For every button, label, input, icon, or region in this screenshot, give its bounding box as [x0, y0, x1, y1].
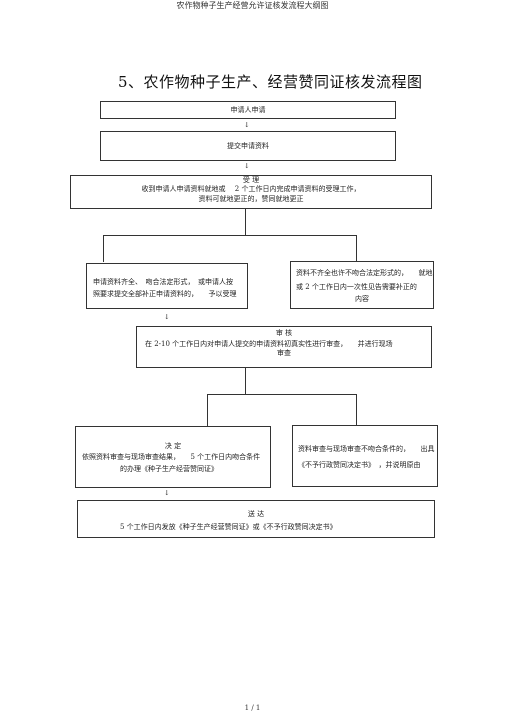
- page-header: 农作物种子生产经营允许证核发流程大纲图: [176, 1, 329, 10]
- approve-line-1: 依照资料审查与现场审查结果， 5 个工作日内吻合条件: [82, 453, 261, 461]
- complete-line-2: 照要求提交全部补正申请资料的， 予以受理: [93, 290, 237, 298]
- arrow-down-icon: ↓: [244, 162, 250, 170]
- connector-line: [103, 235, 104, 262]
- submit-label: 提交申请资料: [227, 142, 269, 150]
- connector-line: [207, 394, 357, 395]
- apply-box: 申请人申请: [100, 101, 396, 119]
- connector-line: [103, 235, 356, 236]
- accept-heading: 受 理: [242, 176, 260, 184]
- connector-line: [356, 235, 357, 261]
- accept-line-2: 资料可就地更正的，赞同就地更正: [198, 195, 304, 203]
- complete-box: 申请资料齐全、 吻合法定形式， 或申请人按 照要求提交全部补正申请资料的， 予以…: [86, 263, 248, 309]
- reject-line-2: 《不予行政赞同决定书》 ，并说明原由: [298, 461, 421, 469]
- deliver-box: 送 达 5 个工作日内发放《种子生产经营赞同证》或《不予行政赞同决定书》: [77, 500, 435, 538]
- incomplete-line-1: 资料不齐全也许不吻合法定形式的， 就地: [296, 269, 433, 277]
- review-heading: 审 核: [275, 329, 293, 337]
- approve-line-2: 的办理《种子生产经营赞同证》: [120, 465, 218, 473]
- deliver-line-1: 5 个工作日内发放《种子生产经营赞同证》或《不予行政赞同决定书》: [120, 523, 337, 531]
- connector-line: [245, 209, 246, 235]
- review-line-1: 在 2-10 个工作日内对申请人提交的申请资料初真实性进行审查， 并进行现场: [145, 340, 393, 348]
- page-title: 5、农作物种子生产、经营赞同证核发流程图: [118, 73, 423, 91]
- deliver-heading: 送 达: [247, 510, 265, 518]
- arrow-down-icon: ↓: [164, 489, 170, 497]
- connector-line: [245, 368, 246, 394]
- accept-line-1: 收到申请人申请资料就地或 2 个工作日内完成申请资料的受理工作，: [141, 185, 361, 193]
- page-number: 1 / 1: [244, 704, 261, 712]
- connector-line: [207, 394, 208, 426]
- approve-heading: 决 定: [164, 442, 182, 450]
- reject-line-1: 资料审查与现场审查不吻合条件的， 出具: [298, 445, 435, 453]
- complete-line-1: 申请资料齐全、 吻合法定形式， 或申请人按: [93, 278, 233, 286]
- approve-box: 决 定 依照资料审查与现场审查结果， 5 个工作日内吻合条件 的办理《种子生产经…: [75, 426, 271, 488]
- incomplete-line-2: 或 2 个工作日内一次性见告需要补正的: [296, 283, 417, 291]
- review-box: 审 核 在 2-10 个工作日内对申请人提交的申请资料初真实性进行审查， 并进行…: [136, 326, 432, 368]
- arrow-down-icon: ↓: [244, 121, 250, 129]
- apply-label: 申请人申请: [230, 106, 266, 114]
- incomplete-box: 资料不齐全也许不吻合法定形式的， 就地 或 2 个工作日内一次性见告需要补正的 …: [290, 261, 434, 309]
- submit-box: 提交申请资料: [100, 131, 396, 161]
- accept-box: 受 理 收到申请人申请资料就地或 2 个工作日内完成申请资料的受理工作， 资料可…: [70, 175, 432, 209]
- reject-box: 资料审查与现场审查不吻合条件的， 出具 《不予行政赞同决定书》 ，并说明原由: [292, 425, 438, 487]
- arrow-down-icon: ↓: [164, 313, 170, 321]
- connector-line: [356, 394, 357, 425]
- review-line-2: 审查: [277, 349, 291, 357]
- incomplete-line-3: 内容: [355, 295, 369, 303]
